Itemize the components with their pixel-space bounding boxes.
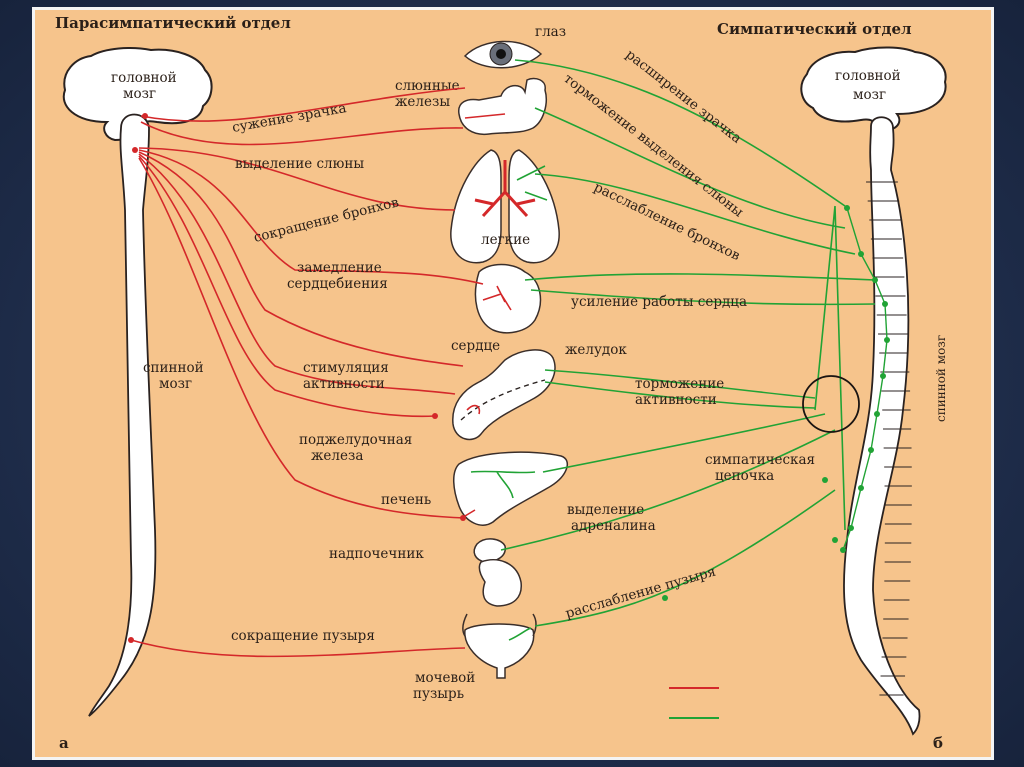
symp-effect-chain-2: цепочка xyxy=(715,468,774,484)
lungs-organ xyxy=(450,149,560,264)
eye-organ xyxy=(463,40,543,69)
vertebra-lines xyxy=(866,181,912,696)
para-effect-heart-2: сердцебиения xyxy=(287,276,388,292)
sympathetic-ganglion-dot xyxy=(872,277,878,283)
chain-link xyxy=(850,487,862,529)
nervous-system-diagram: Парасимпатический отдел Симпатический от… xyxy=(55,14,948,752)
sympathetic-ganglion-dot xyxy=(874,411,880,417)
para-effect-pupil: сужение зрачка xyxy=(231,100,348,136)
sympathetic-ganglia xyxy=(662,205,890,601)
symp-effect-heart: усиление работы сердца xyxy=(571,294,747,310)
symp-effect-adrenaline-1: выделение xyxy=(567,502,644,518)
stomach-organ xyxy=(452,349,556,441)
chain-link xyxy=(882,339,888,377)
para-effect-bladder: сокращение пузыря xyxy=(231,628,375,644)
chain-link xyxy=(860,449,872,489)
chain-link xyxy=(870,413,878,451)
sympathetic-ganglion-dot xyxy=(840,547,846,553)
para-effect-activity-1: стимуляция xyxy=(303,360,389,376)
stomach-label: желудок xyxy=(565,342,627,358)
para-effect-heart-1: замедление xyxy=(297,260,382,276)
adrenal-organ xyxy=(473,538,522,607)
sympathetic-chain-links xyxy=(842,207,888,551)
chain-link xyxy=(846,207,862,255)
sympathetic-ganglion-dot xyxy=(844,205,850,211)
liver-organ xyxy=(453,451,569,526)
chain-link xyxy=(874,279,886,305)
parasympathetic-header: Парасимпатический отдел xyxy=(55,14,291,32)
sympathetic-fibers xyxy=(500,59,876,627)
diagram-panel: Парасимпатический отдел Симпатический от… xyxy=(32,7,994,760)
eye-label: глаз xyxy=(535,24,566,40)
ganglion-circle xyxy=(802,375,860,433)
symp-effect-bladder: расслабление пузыря xyxy=(564,564,718,622)
parasympathetic-fibers xyxy=(130,87,484,658)
para-effect-bronchi: сокращение бронхов xyxy=(252,194,401,246)
chain-link xyxy=(860,253,876,281)
symp-effect-activity-1: торможение xyxy=(635,376,724,392)
sympathetic-ganglion-dot xyxy=(858,485,864,491)
right-spinal-cord xyxy=(843,116,921,736)
left-brain-label-2: мозг xyxy=(123,86,156,102)
sympathetic-ganglion-dot xyxy=(880,373,886,379)
right-brain-label-2: мозг xyxy=(853,87,886,103)
left-brain-label-1: головной xyxy=(111,70,177,86)
pancreas-label-1: поджелудочная xyxy=(299,432,412,448)
para-effect-saliva: выделение слюны xyxy=(235,156,364,172)
left-spinal-cord xyxy=(88,113,157,717)
right-brain xyxy=(800,46,947,132)
bladder-label-1: мочевой xyxy=(415,670,475,686)
symp-effect-chain-1: симпатическая xyxy=(705,452,815,468)
left-cord-label-1: спинной xyxy=(143,360,204,376)
lungs-label: легкие xyxy=(481,232,530,248)
sympathetic-ganglion-dot xyxy=(848,525,854,531)
panel-letter-a: а xyxy=(59,734,69,752)
sympathetic-ganglion-dot xyxy=(662,595,668,601)
sympathetic-ganglion-dot xyxy=(884,337,890,343)
parasympathetic-ganglia xyxy=(128,113,466,643)
chain-link xyxy=(884,303,888,341)
right-cord-label: спинной мозг xyxy=(934,335,948,422)
chain-link xyxy=(876,375,884,415)
sympathetic-ganglion-dot xyxy=(822,477,828,483)
chain-link xyxy=(842,527,852,551)
heart-label: сердце xyxy=(451,338,500,354)
panel-letter-b: б xyxy=(933,734,943,752)
symp-effect-adrenaline-2: адреналина xyxy=(571,518,656,534)
salivary-glands-organ xyxy=(458,77,547,136)
left-cord-label-2: мозг xyxy=(159,376,192,392)
symp-effect-activity-2: активности xyxy=(635,392,717,408)
right-brain-label-1: головной xyxy=(835,68,901,84)
symp-effect-saliva: торможение выделения слюны xyxy=(561,71,747,221)
para-effect-activity-2: активности xyxy=(303,376,385,392)
sympathetic-ganglion-dot xyxy=(882,301,888,307)
bladder-label-2: пузырь xyxy=(413,686,464,702)
salivary-label-2: железы xyxy=(395,94,450,110)
sympathetic-header: Симпатический отдел xyxy=(717,20,912,38)
adrenal-label: надпочечник xyxy=(329,546,424,562)
sympathetic-ganglion-dot xyxy=(832,537,838,543)
sympathetic-ganglion-dot xyxy=(858,251,864,257)
pancreas-label-2: железа xyxy=(311,448,363,464)
bladder-organ xyxy=(462,613,537,679)
liver-label: печень xyxy=(381,492,431,508)
heart-organ xyxy=(474,263,542,334)
sympathetic-ganglion-dot xyxy=(868,447,874,453)
